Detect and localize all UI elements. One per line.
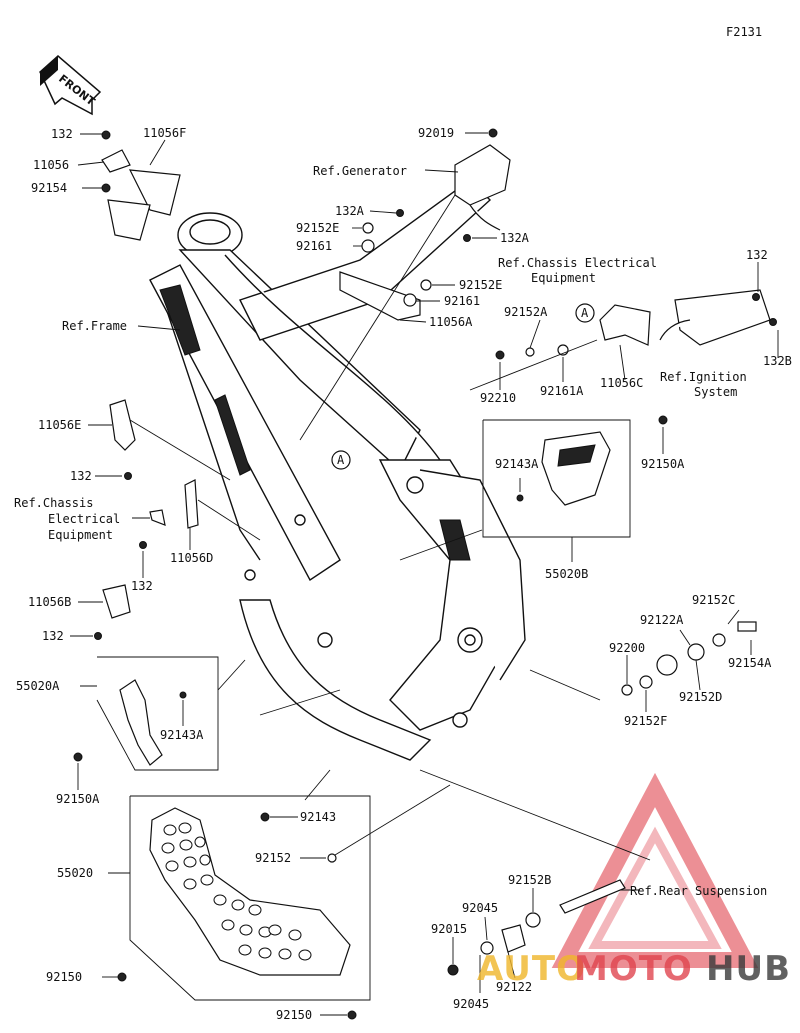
- label-132-top: 132: [51, 127, 73, 141]
- marker-a-right: A: [575, 303, 595, 323]
- bracket-11056D: [139, 479, 199, 549]
- label-11056B: 11056B: [28, 595, 71, 609]
- label-92143A-2: 92143A: [160, 728, 204, 742]
- front-arrow: FRONT: [39, 55, 102, 116]
- label-11056A: 11056A: [429, 315, 473, 329]
- label-ref-chassis-2c: Equipment: [48, 528, 113, 542]
- label-92152: 92152: [255, 851, 291, 865]
- label-92200: 92200: [609, 641, 645, 655]
- guard-55020B: [482, 415, 668, 538]
- label-132A-2: 132A: [500, 231, 530, 245]
- label-92143: 92143: [300, 810, 336, 824]
- label-ref-rear-suspension: Ref.Rear Suspension: [630, 884, 767, 898]
- label-92161A: 92161A: [540, 384, 584, 398]
- label-92150A-2: 92150A: [56, 792, 100, 806]
- label-ref-ignition-a: Ref.Ignition: [660, 370, 747, 384]
- label-92143A-1: 92143A: [495, 457, 539, 471]
- label-92152E-2: 92152E: [459, 278, 502, 292]
- label-55020: 55020: [57, 866, 93, 880]
- watermark-logo: [551, 772, 759, 968]
- skid-plate-55020: [117, 795, 371, 1020]
- label-92150A-1: 92150A: [641, 457, 685, 471]
- label-11056: 11056: [33, 158, 69, 172]
- label-92152B: 92152B: [508, 873, 551, 887]
- label-ref-chassis-2b: Electrical: [48, 512, 120, 526]
- label-ref-ignition-b: System: [694, 385, 737, 399]
- label-ref-generator: Ref.Generator: [313, 164, 407, 178]
- bracket-11056C: [495, 289, 777, 360]
- label-11056D: 11056D: [170, 551, 213, 565]
- bracket-11056F: [101, 130, 181, 241]
- label-92045-1: 92045: [462, 901, 498, 915]
- main-frame: [149, 179, 526, 761]
- label-55020B: 55020B: [545, 567, 588, 581]
- label-92152E-1: 92152E: [296, 221, 339, 235]
- label-92161-1: 92161: [296, 239, 332, 253]
- part-labels: 92019 Ref.Generator 132 11056F 11056 921…: [14, 126, 792, 1022]
- label-55020A: 55020A: [16, 679, 60, 693]
- engine-mount-hardware: [621, 621, 757, 696]
- label-132-mid: 132: [70, 469, 92, 483]
- label-92152A: 92152A: [504, 305, 548, 319]
- leader-lines: [70, 132, 779, 1016]
- label-11056E: 11056E: [38, 418, 81, 432]
- bracket-11056E: [109, 399, 136, 480]
- bracket-11056B: [94, 584, 131, 640]
- label-92122A: 92122A: [640, 613, 684, 627]
- watermark-text-hub: HUB: [706, 949, 791, 989]
- label-92019: 92019: [418, 126, 454, 140]
- label-11056F: 11056F: [143, 126, 186, 140]
- label-92161-2: 92161: [444, 294, 480, 308]
- watermark-text-moto: MOTO: [574, 949, 693, 989]
- label-92152F: 92152F: [624, 714, 667, 728]
- marker-a-right-label: A: [581, 306, 589, 320]
- label-92150-1: 92150: [46, 970, 82, 984]
- label-132A-1: 132A: [335, 204, 365, 218]
- rear-suspension-hardware: [447, 879, 626, 976]
- label-92154: 92154: [31, 181, 67, 195]
- label-132B: 132B: [763, 354, 792, 368]
- label-132-low: 132: [42, 629, 64, 643]
- label-11056C: 11056C: [600, 376, 643, 390]
- figure-code: F2131: [726, 25, 762, 39]
- generator-mount: [339, 128, 511, 321]
- label-92152C: 92152C: [692, 593, 735, 607]
- watermark-text-auto: AUTO: [477, 949, 586, 989]
- watermark-wordmark: AUTO MOTO HUB: [477, 949, 791, 989]
- label-92152D: 92152D: [679, 690, 722, 704]
- label-ref-frame: Ref.Frame: [62, 319, 127, 333]
- label-92210: 92210: [480, 391, 516, 405]
- label-92122: 92122: [496, 980, 532, 994]
- label-ref-chassis-2a: Ref.Chassis: [14, 496, 93, 510]
- marker-a-frame-label: A: [337, 453, 345, 467]
- label-132-left: 132: [131, 579, 153, 593]
- label-ref-chassis-1b: Equipment: [531, 271, 596, 285]
- label-92154A: 92154A: [728, 656, 772, 670]
- label-ref-chassis-1a: Ref.Chassis Electrical: [498, 256, 657, 270]
- label-92150-2: 92150: [276, 1008, 312, 1022]
- guard-55020A: [73, 656, 219, 771]
- marker-a-frame: A: [331, 450, 351, 470]
- label-92015: 92015: [431, 922, 467, 936]
- label-132-right: 132: [746, 248, 768, 262]
- label-92045-2: 92045: [453, 997, 489, 1011]
